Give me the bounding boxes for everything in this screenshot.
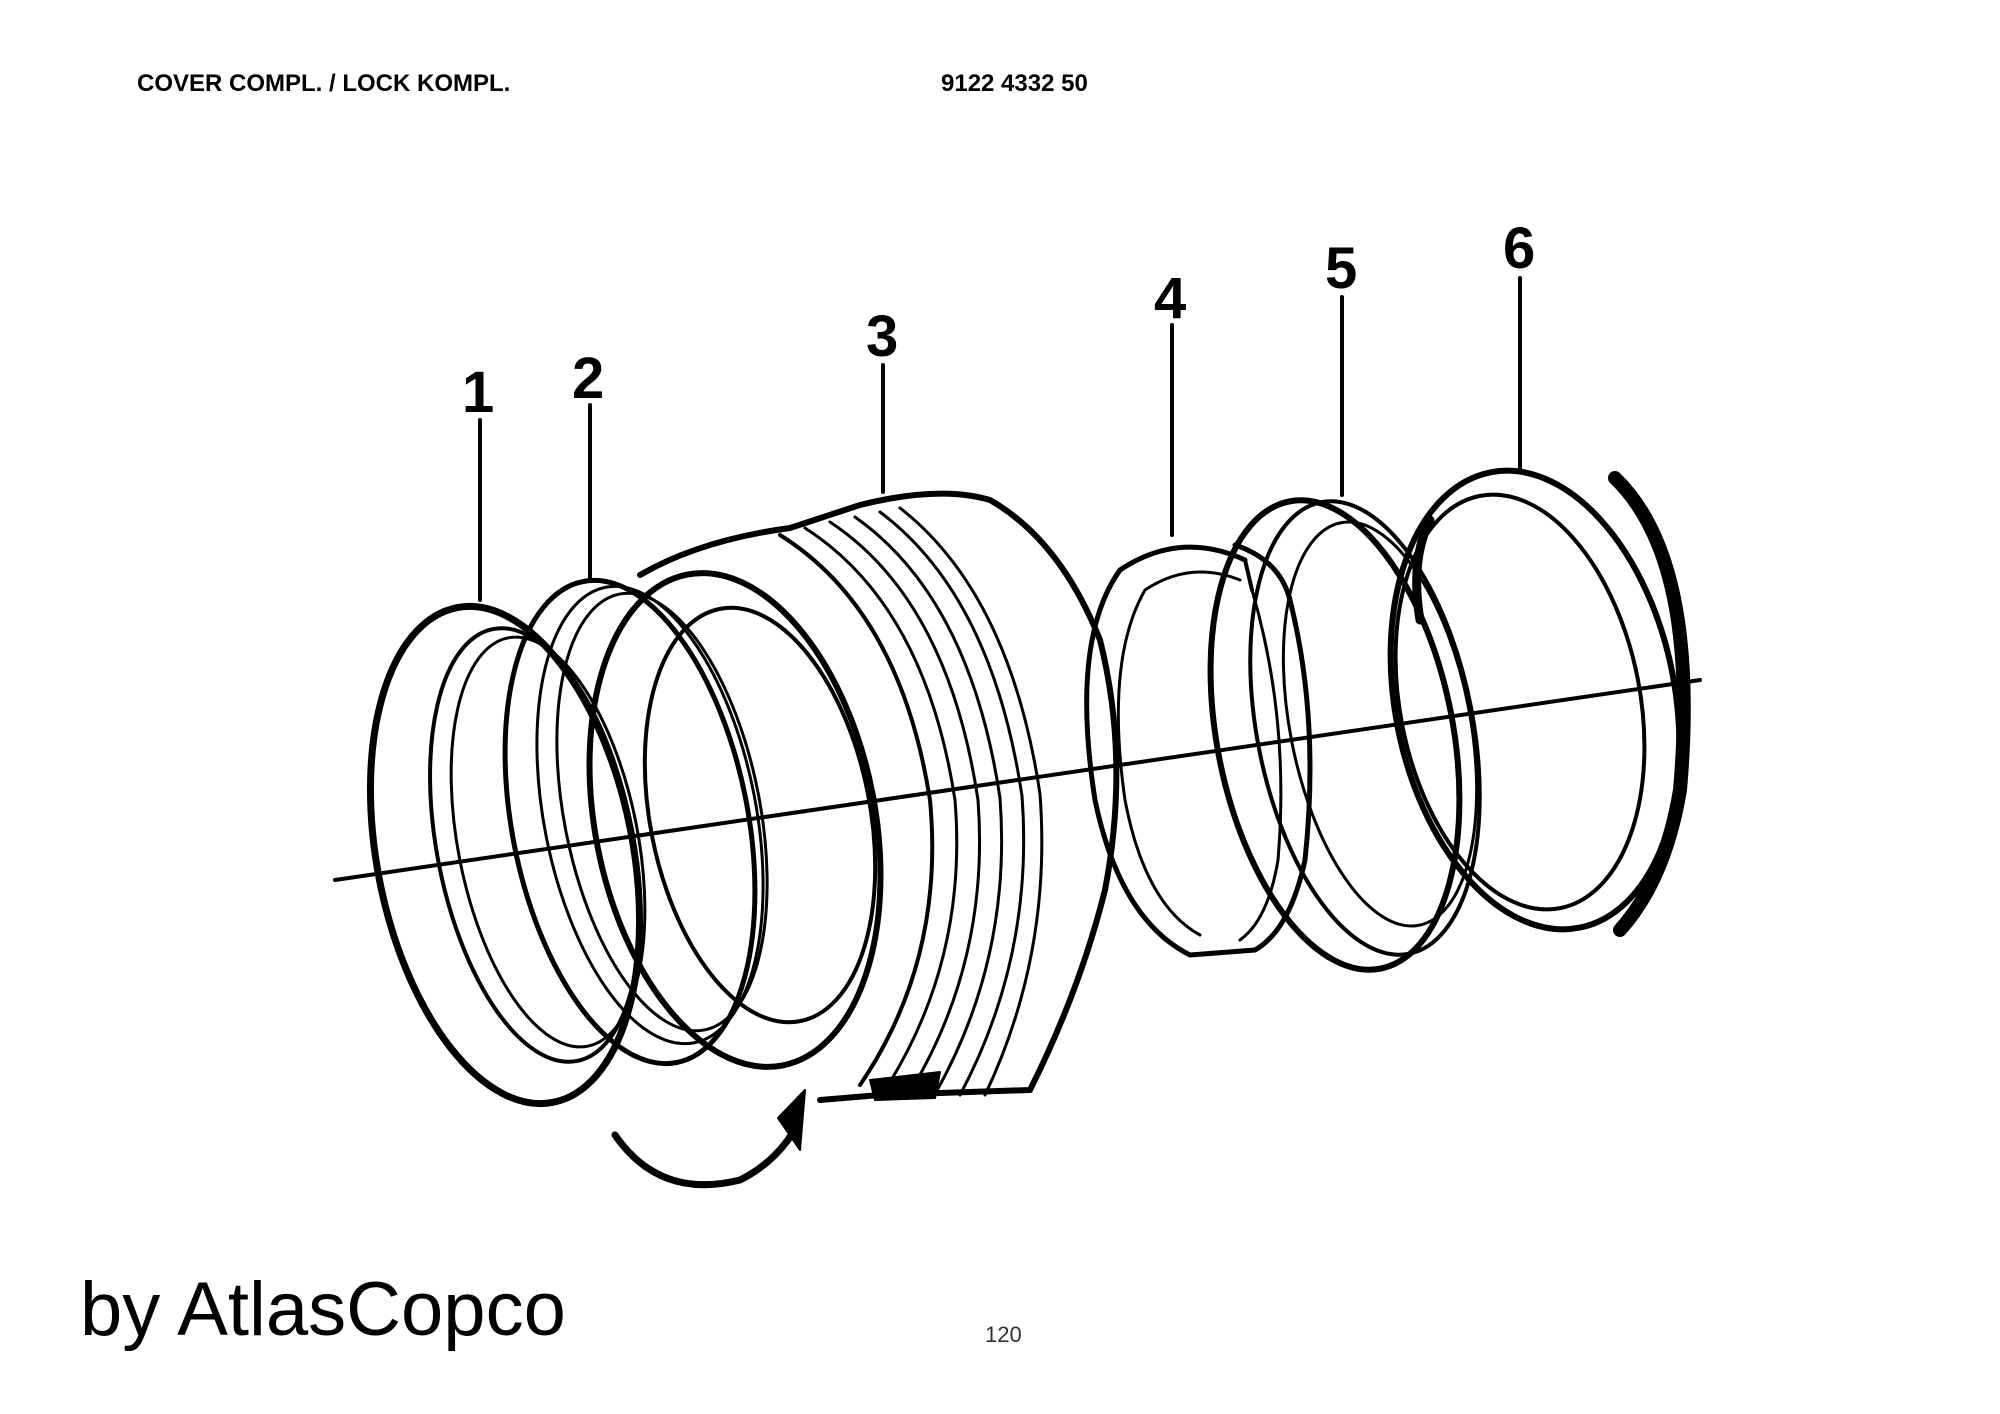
callout-5: 5 [1325, 236, 1357, 301]
callout-3: 3 [866, 304, 898, 369]
part-1-ring [366, 602, 647, 1108]
callout-1: 1 [462, 360, 494, 425]
part-4-split-ring [1084, 542, 1313, 958]
callout-2: 2 [572, 346, 604, 411]
part-3-cover [586, 490, 1120, 1189]
part-2-ring [502, 577, 769, 1067]
part-6-seal [1387, 467, 1691, 937]
page-number: 120 [985, 1322, 1022, 1347]
brand-label: by AtlasCopco [80, 1267, 566, 1352]
part-5-ring [1207, 497, 1482, 973]
callout-6: 6 [1503, 216, 1535, 281]
part-number: 9122 4332 50 [941, 70, 1088, 97]
callout-4: 4 [1154, 266, 1186, 331]
drawing-title: COVER COMPL. / LOCK KOMPL. [137, 70, 511, 97]
